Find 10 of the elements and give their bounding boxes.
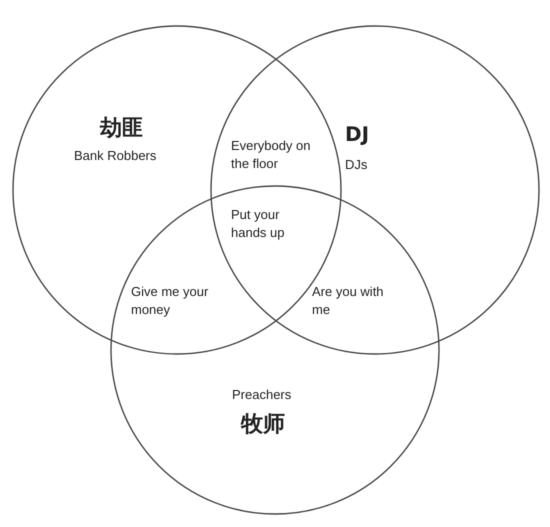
set-title: DJ bbox=[345, 122, 370, 147]
set-title: 劫匪 bbox=[100, 115, 144, 142]
region-label: Give me your money bbox=[131, 283, 210, 318]
region-label: Are you with me bbox=[312, 283, 385, 318]
region-label: Put your hands up bbox=[231, 206, 286, 242]
set-title: 牧师 bbox=[241, 411, 285, 438]
set-subtitle: Preachers bbox=[232, 387, 292, 404]
set-subtitle: Bank Robbers bbox=[74, 148, 156, 164]
set-subtitle: DJs bbox=[345, 157, 368, 174]
region-label: Everybody on the floor bbox=[231, 137, 312, 172]
